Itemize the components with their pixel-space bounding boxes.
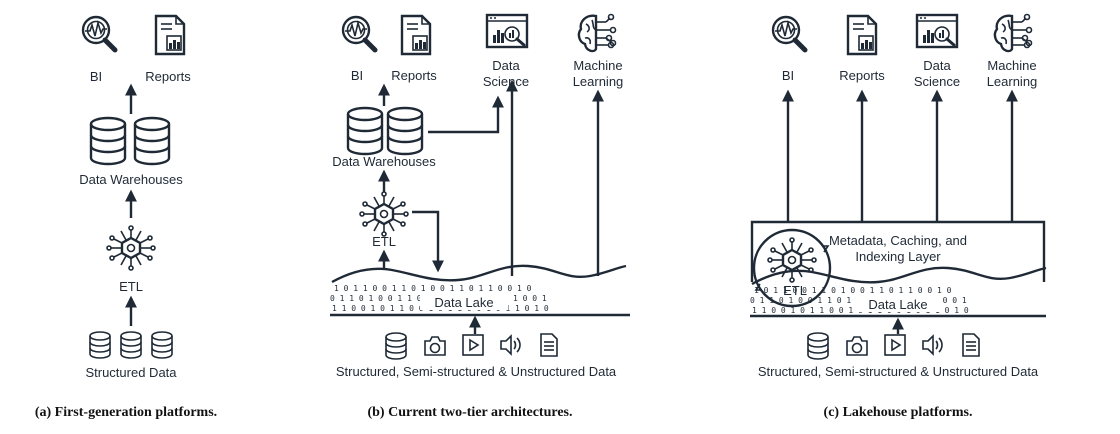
document-icon <box>962 333 980 357</box>
warehouse-db-icon <box>346 106 384 156</box>
etl-cycle-circle <box>752 228 832 308</box>
caption-a: (a) First-generation platforms. <box>35 405 217 420</box>
audio-icon <box>922 335 943 355</box>
data-lake-wave <box>331 264 627 284</box>
sources-label: Structured, Semi-structured & Unstructur… <box>336 364 617 379</box>
data-science-label-1: Data <box>492 58 520 73</box>
data-science-icon <box>485 13 529 49</box>
document-icon <box>540 333 558 357</box>
bi-label: BI <box>782 68 794 83</box>
lake-label-bg <box>854 296 942 312</box>
etl-label: ETL <box>372 234 396 249</box>
data-science-label-2: Science <box>483 74 529 89</box>
data-science-label-2: Science <box>914 74 960 89</box>
data-lake-label: Data Lake <box>868 297 927 312</box>
metadata-label-1: Metadata, Caching, and <box>829 233 967 248</box>
structured-db-icon <box>89 331 111 359</box>
panel-b: BI Reports Data Science Machine Learning… <box>330 13 630 420</box>
cycle-arrowhead <box>822 245 830 253</box>
ml-label-1: Machine <box>987 58 1036 73</box>
database-icon <box>385 332 407 360</box>
cycle-arrowhead <box>754 283 762 291</box>
bi-label: BI <box>90 69 102 84</box>
panel-a: BI Reports Data Warehouses ETL Structure… <box>35 16 217 420</box>
data-warehouses-label: Data Warehouses <box>79 172 183 187</box>
ml-label-2: Learning <box>987 74 1038 89</box>
bi-icon <box>773 17 805 50</box>
lake-bits-row1: 1 0 1 1 0 0 1 1 0 1 0 0 1 1 0 1 1 0 0 1 … <box>334 284 532 293</box>
metadata-layer-box <box>750 220 1046 282</box>
caption-b: (b) Current two-tier architectures. <box>367 405 572 420</box>
database-icon <box>807 332 829 360</box>
audio-icon <box>500 335 521 355</box>
reports-label: Reports <box>145 69 191 84</box>
machine-learning-icon <box>577 13 617 53</box>
arrow-dw-to-data-science <box>428 95 504 134</box>
ml-label-1: Machine <box>573 58 622 73</box>
data-lake-wave <box>751 266 1047 286</box>
reports-icon <box>400 14 432 56</box>
warehouse-db-icon <box>386 106 424 156</box>
machine-learning-icon <box>993 13 1033 53</box>
lake-bits-row1: 1 0 1 1 0 0 1 1 0 1 0 0 1 1 0 1 1 0 0 1 … <box>754 286 952 295</box>
etl-label: ETL <box>119 279 143 294</box>
warehouse-db-icon <box>89 116 127 166</box>
data-lake-label: Data Lake <box>434 295 493 310</box>
bi-label: BI <box>351 68 363 83</box>
reports-icon <box>846 14 878 56</box>
structured-data-label: Structured Data <box>85 365 177 380</box>
data-science-label-1: Data <box>923 58 951 73</box>
arrow-etl-to-lake <box>412 210 444 273</box>
etl-label: ETL <box>783 283 807 298</box>
reports-label: Reports <box>839 68 885 83</box>
structured-db-icon <box>120 331 142 359</box>
ml-label-2: Learning <box>573 74 624 89</box>
camera-icon <box>846 336 868 356</box>
etl-icon <box>105 224 157 272</box>
etl-icon <box>358 190 410 238</box>
bi-icon <box>343 17 375 50</box>
data-warehouses-label: Data Warehouses <box>332 154 436 169</box>
reports-icon <box>154 14 186 56</box>
structured-db-icon <box>151 331 173 359</box>
camera-icon <box>424 336 446 356</box>
bi-icon <box>83 17 115 50</box>
reports-label: Reports <box>391 68 437 83</box>
sources-label: Structured, Semi-structured & Unstructur… <box>758 364 1039 379</box>
lake-label-bg <box>420 294 508 310</box>
panel-c: BI Reports Data Science Machine Learning… <box>750 13 1047 420</box>
data-science-icon <box>915 13 959 49</box>
video-icon <box>884 334 906 356</box>
caption-c: (c) Lakehouse platforms. <box>824 405 973 420</box>
video-icon <box>462 334 484 356</box>
warehouse-db-icon <box>133 116 171 166</box>
metadata-label-2: Indexing Layer <box>855 249 941 264</box>
